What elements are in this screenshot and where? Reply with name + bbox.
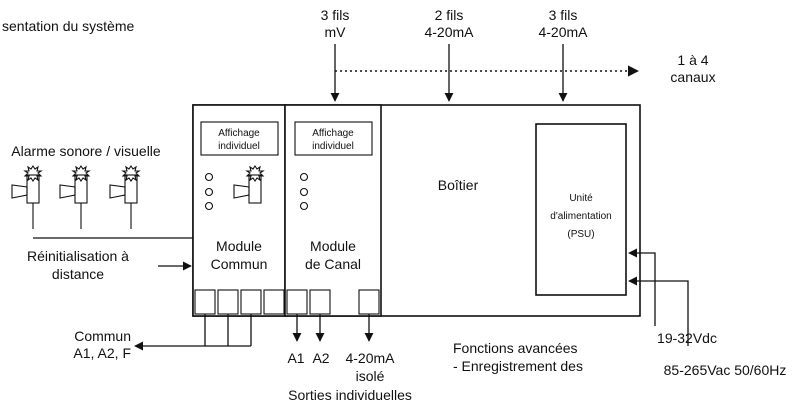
psu-label-line3: (PSU)	[567, 229, 594, 240]
led-icon	[299, 172, 309, 211]
enclosure-label: Boîtier	[438, 177, 479, 193]
channel-display-line1: Affichage	[312, 128, 354, 139]
output-analog-line2: isolé	[356, 368, 385, 384]
channel-module	[284, 104, 382, 317]
common-outputs-line1: Commun	[74, 328, 131, 344]
beacon-icon	[233, 165, 265, 204]
psu-label-line2: d'alimentation	[550, 211, 611, 222]
common-module-line1: Module	[216, 238, 262, 254]
beacon-icon	[59, 165, 91, 229]
reset-label-line2: distance	[52, 266, 104, 282]
common-module-line2: Commun	[211, 256, 268, 272]
channels-label-line1: 1 à 4	[677, 52, 708, 68]
reset-label-line1: Réinitialisation à	[27, 248, 129, 264]
channel-display-line2: individuel	[312, 141, 354, 152]
channel-module-line2: de Canal	[305, 256, 361, 272]
output-analog-line1: 4-20mA	[345, 350, 395, 366]
psu-label-line1: Unité	[569, 193, 593, 204]
power-dc-arrow	[628, 248, 656, 326]
input-2wire-ma: 2 fils 4-20mA	[424, 7, 474, 102]
led-icon	[204, 172, 214, 211]
output-a1-label: A1	[287, 350, 304, 366]
beacon-icon	[11, 165, 43, 229]
input-mv: 3 fils mV	[321, 7, 350, 102]
common-output-arrow	[134, 314, 206, 351]
common-module	[192, 104, 286, 317]
input-3wire-line1: 3 fils	[549, 7, 578, 23]
advanced-functions-line1: Fonctions avancées	[453, 340, 578, 356]
power-ac-arrow	[628, 276, 689, 346]
input-mv-line2: mV	[325, 24, 347, 40]
common-display-box	[200, 121, 279, 156]
power-dc-label: 19-32Vdc	[657, 330, 717, 346]
alarm-label: Alarme sonore / visuelle	[11, 143, 161, 159]
power-ac-label: 85-265Vac 50/60Hz	[664, 362, 787, 378]
input-mv-line1: 3 fils	[321, 7, 350, 23]
common-display-line2: individuel	[218, 141, 260, 152]
input-2wire-line2: 4-20mA	[424, 24, 474, 40]
channel-display-box	[294, 121, 373, 156]
psu-box	[535, 123, 627, 296]
individual-outputs-caption: Sorties individuelles	[288, 387, 412, 403]
advanced-functions-line2: - Enregistrement des	[453, 358, 583, 374]
beacon-icon	[109, 165, 141, 229]
channels-label-line2: canaux	[670, 69, 715, 85]
input-3wire-ma: 3 fils 4-20mA	[538, 7, 588, 102]
output-a2-label: A2	[312, 350, 329, 366]
input-2wire-line1: 2 fils	[435, 7, 464, 23]
input-3wire-line2: 4-20mA	[538, 24, 588, 40]
diagram-title: sentation du système	[2, 18, 135, 34]
common-display-line1: Affichage	[218, 128, 260, 139]
channel-module-line1: Module	[310, 238, 356, 254]
common-outputs-line2: A1, A2, F	[73, 345, 131, 361]
